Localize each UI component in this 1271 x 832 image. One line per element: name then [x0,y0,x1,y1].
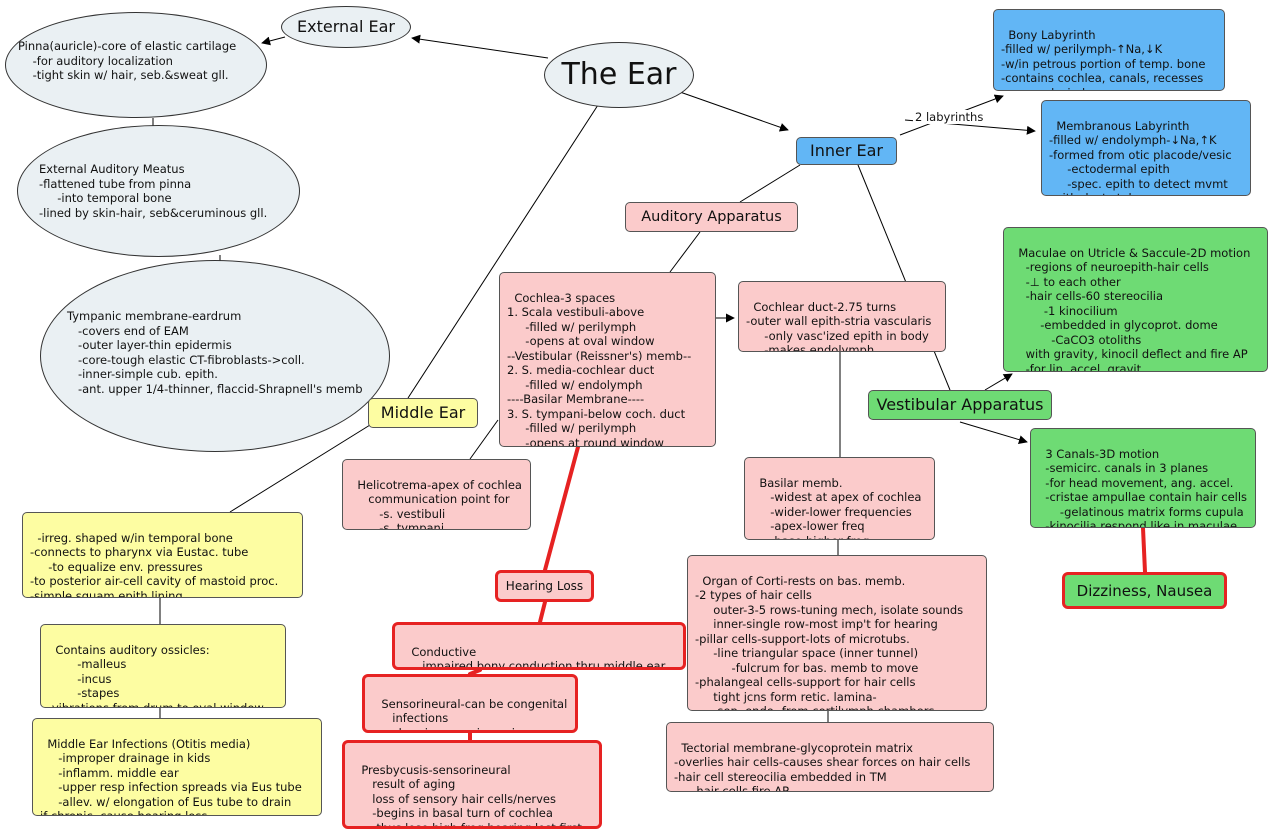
maculae-text: Maculae on Utricle & Saccule-2D motion -… [1018,245,1251,372]
tectorial-text: Tectorial membrane-glycoprotein matrix -… [674,740,971,792]
bony-labyrinth-node: Bony Labyrinth -filled w/ perilymph-↑Na,… [993,9,1225,91]
two-labyrinths-label: 2 labyrinths [913,110,986,124]
link-inner-auditory [739,164,801,203]
canals-node: 3 Canals-3D motion -semicirc. canals in … [1030,428,1256,528]
vestibular-apparatus-node: Vestibular Apparatus [868,390,1052,420]
cochlear-duct-node: Cochlear duct-2.75 turns -outer wall epi… [738,281,946,352]
page-title: The Ear [561,57,677,92]
organ-of-corti-node: Organ of Corti-rests on bas. memb. -2 ty… [687,555,987,711]
cochlear-duct-text: Cochlear duct-2.75 turns -outer wall epi… [746,299,932,352]
otitis-text: Middle Ear Infections (Otitis media) -im… [40,736,302,816]
presbycusis-node: Presbycusis-sensorineural result of agin… [342,740,602,829]
link-inner-vestibular [857,164,951,391]
cochlea-text: Cochlea-3 spaces 1. Scala vestibuli-abov… [507,290,692,447]
pinna-node: Pinna(auricle)-core of elastic cartilage… [5,12,267,118]
dizziness-label: Dizziness, Nausea [1076,581,1213,600]
basilar-text: Basilar memb. -widest at apex of cochlea… [759,475,922,540]
helicotrema-node: Helicotrema-apex of cochlea communicatio… [342,459,531,530]
auditory-apparatus-node: Auditory Apparatus [625,202,798,232]
inner-ear-node: Inner Ear [796,137,897,165]
presbycusis-text: Presbycusis-sensorineural result of agin… [361,762,582,829]
link-title-external [411,34,549,59]
hearing-loss-node: Hearing Loss [495,570,594,602]
link-external-pinna [261,36,286,46]
ossicles-text: Contains auditory ossicles: -malleus -in… [48,642,264,708]
tympanic-node: Tympanic membrane-eardrum -covers end of… [40,260,390,452]
conductive-node: Conductive impaired bony conduction thru… [392,622,686,670]
cochlea-node: Cochlea-3 spaces 1. Scala vestibuli-abov… [499,272,716,447]
middle-ear-temporal-node: -irreg. shaped w/in temporal bone -conne… [22,512,303,598]
membranous-labyrinth-text: Membranous Labyrinth -filled w/ endolymp… [1049,118,1232,196]
middle-ear-node: Middle Ear [368,398,478,428]
red-link-hl-conductive [538,600,547,624]
vestibular-apparatus-label: Vestibular Apparatus [876,395,1044,414]
link-cochlea-helicotrema [469,419,499,460]
link-middle-temporal [229,424,371,513]
auditory-apparatus-label: Auditory Apparatus [641,209,782,225]
pinna-text: Pinna(auricle)-core of elastic cartilage… [18,39,237,82]
external-ear-label: External Ear [297,17,395,36]
tympanic-text: Tympanic membrane-eardrum -covers end of… [67,309,363,396]
red-link-cochlea-hearingloss [543,445,580,572]
bony-labyrinth-text: Bony Labyrinth -filled w/ perilymph-↑Na,… [1001,27,1206,91]
membranous-labyrinth-node: Membranous Labyrinth -filled w/ endolymp… [1041,100,1251,196]
link-auditory-cochlea [669,231,701,273]
ossicles-node: Contains auditory ossicles: -malleus -in… [40,624,286,708]
red-link-conductive-sensorineural [468,668,482,676]
link-title-inner [679,91,789,132]
link-title-middle [407,104,599,399]
middle-ear-label: Middle Ear [380,403,466,422]
otitis-node: Middle Ear Infections (Otitis media) -im… [32,718,322,816]
maculae-node: Maculae on Utricle & Saccule-2D motion -… [1003,227,1268,372]
eam-node: External Auditory Meatus -flattened tube… [17,125,300,257]
tectorial-node: Tectorial membrane-glycoprotein matrix -… [666,722,994,792]
helicotrema-text: Helicotrema-apex of cochlea communicatio… [357,477,522,530]
sensorineural-node: Sensorineural-can be congenital infectio… [362,674,578,733]
title-node: The Ear [544,42,694,108]
inner-ear-label: Inner Ear [810,141,883,160]
dizziness-node: Dizziness, Nausea [1062,572,1227,609]
link-vest-canals [959,421,1028,444]
hearing-loss-label: Hearing Loss [505,579,584,593]
conductive-text: Conductive impaired bony conduction thru… [411,644,666,670]
red-link-canals-dizziness [1141,526,1147,574]
canals-text: 3 Canals-3D motion -semicirc. canals in … [1045,446,1248,528]
external-ear-node: External Ear [281,6,411,48]
sensorineural-text: Sensorineural-can be congenital infectio… [381,696,568,733]
link-vest-maculae [984,373,1013,391]
middle-ear-temporal-text: -irreg. shaped w/in temporal bone -conne… [30,530,279,598]
basilar-node: Basilar memb. -widest at apex of cochlea… [744,457,935,540]
organ-of-corti-text: Organ of Corti-rests on bas. memb. -2 ty… [695,573,964,711]
eam-text: External Auditory Meatus -flattened tube… [39,162,268,220]
